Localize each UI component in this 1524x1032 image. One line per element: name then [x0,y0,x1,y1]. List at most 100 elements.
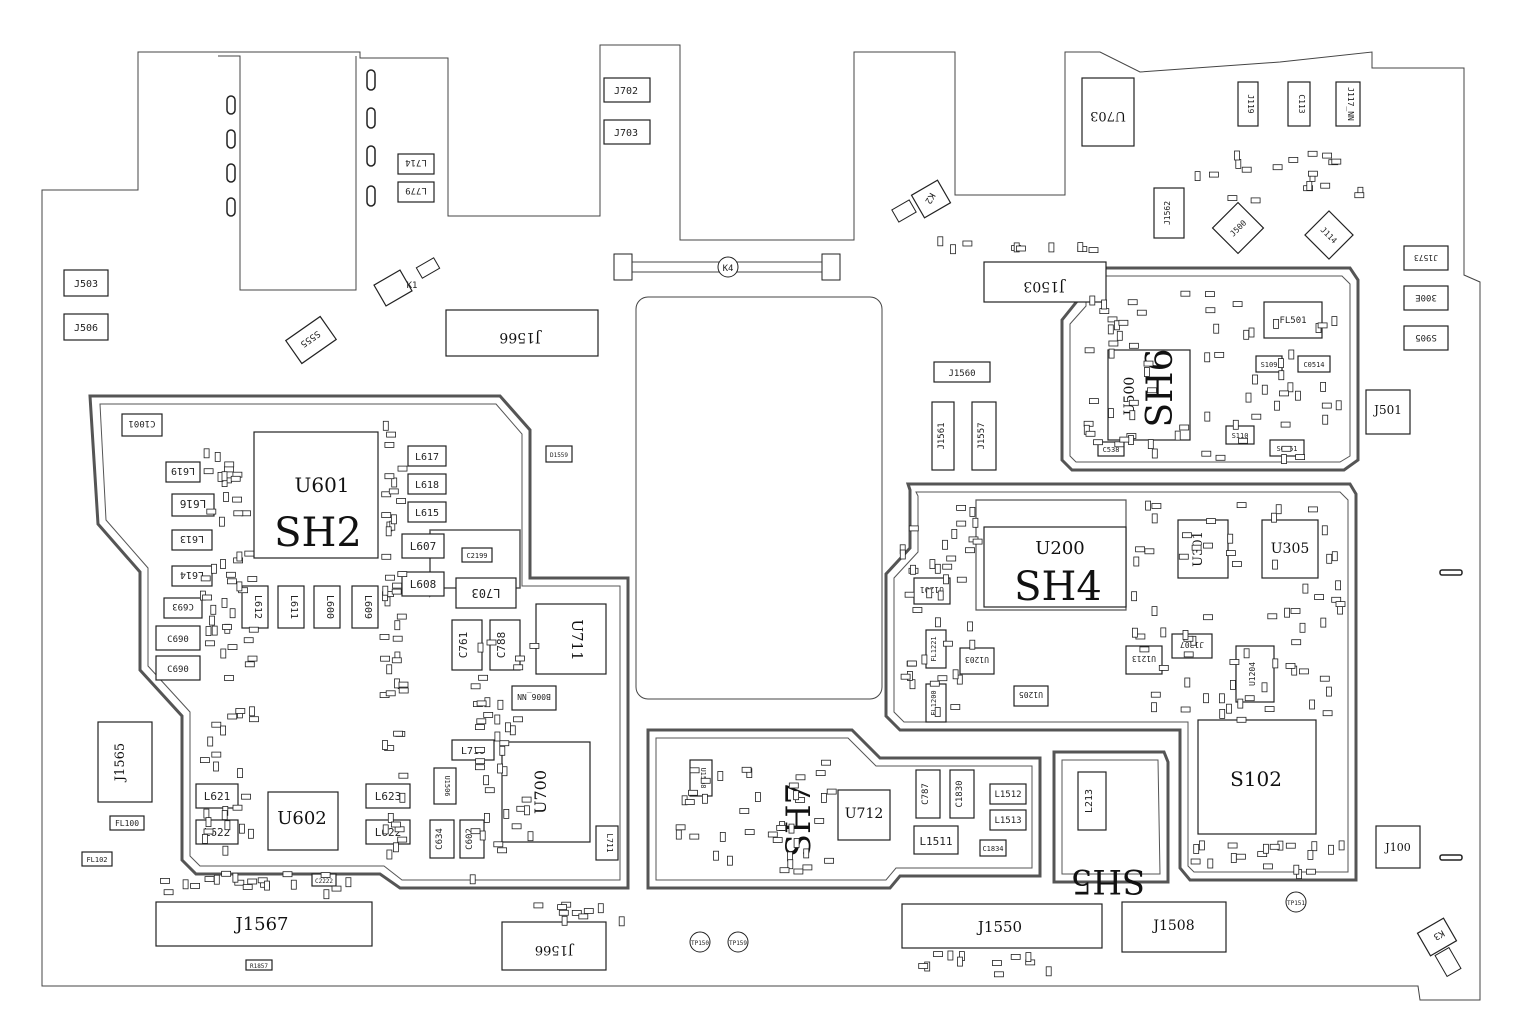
svg-text:300E: 300E [1415,292,1437,302]
smd-pad [717,771,724,781]
smd-pad [950,244,956,255]
svg-text:C1001: C1001 [128,418,155,428]
svg-text:FL100: FL100 [115,819,139,828]
svg-text:J1503: J1503 [1023,278,1066,294]
ic-u711: U711 [535,603,607,675]
smd-pad [900,673,911,680]
smd-pad [1084,347,1095,354]
svg-text:U1203: U1203 [965,655,989,664]
smd-pad [223,492,229,502]
svg-text:J1560: J1560 [948,369,975,379]
smd-pad [386,431,397,438]
smd-pad [1331,316,1338,327]
smd-pad [529,643,540,649]
smd-pad [1261,682,1268,693]
smd-pad [1232,561,1242,567]
smd-pad [675,829,682,840]
smd-pad [1204,411,1211,422]
svg-text:U1205: U1205 [1019,690,1043,699]
smd-pad [1214,351,1225,358]
smd-pad [727,855,733,866]
svg-text:J501: J501 [1372,403,1402,417]
smd-pad [755,792,761,802]
smd-pad [382,740,388,750]
connector-j1561: J1561 [931,401,955,471]
smd-pad [226,578,237,585]
smd-pad [1203,693,1209,704]
smd-pad [504,722,511,733]
svg-text:L213: L213 [1084,789,1095,813]
ic-u703: U703 [1081,77,1135,147]
svg-text:L779: L779 [405,185,427,195]
smd-pad [1311,841,1318,852]
smd-pad [513,664,524,671]
smd-pad [1285,842,1296,849]
svg-text:L616: L616 [180,497,207,510]
svg-text:J1566: J1566 [535,942,575,957]
smd-pad [744,829,755,835]
smd-pad [821,793,827,803]
svg-text:L607: L607 [410,540,437,553]
smd-pad [1273,318,1279,329]
svg-text:L617: L617 [415,452,439,463]
smd-pad [684,799,695,805]
smd-pad [499,740,510,747]
smd-pad [921,654,928,665]
connector-j1550: J1550 [901,903,1103,949]
smd-pad [1144,367,1150,377]
smd-pad [1010,954,1021,960]
smd-pad [826,788,837,795]
smd-pad [385,526,392,537]
ic-s102: S102 [1197,719,1317,835]
smd-pad [1174,430,1181,441]
smd-pad [399,792,406,803]
smd-pad [236,551,243,562]
connector-s905: S905 [1403,325,1449,351]
svg-text:L621: L621 [204,790,231,803]
smd-pad [1306,180,1313,191]
smd-pad [494,714,501,725]
svg-text:C2199: C2199 [466,552,487,560]
board-slot [218,55,357,291]
smd-pad [1147,439,1154,450]
smd-pad [1232,419,1239,430]
chip-label-u711: U711 [568,619,586,660]
smd-pad [203,828,214,835]
connector-j119: J119 [1237,81,1259,127]
smd-pad [257,877,268,884]
smd-pad [1045,966,1052,977]
chip-label-u500: U500 [1122,377,1138,416]
smd-pad [1331,551,1338,562]
smd-pad [956,520,967,527]
smd-pad [232,496,243,503]
smd-pad [484,787,495,794]
smd-pad [222,624,232,630]
svg-text:U1213: U1213 [1132,654,1156,663]
smd-pad [527,831,534,842]
smd-pad [205,640,215,647]
smd-pad [1263,843,1269,854]
smd-pad [578,913,589,920]
smd-pad [1317,322,1328,329]
smd-pad [477,642,484,653]
smd-pad [391,477,398,488]
smd-pad [221,471,228,482]
smd-pad [688,789,698,796]
smd-pad [203,468,214,475]
smd-pad [1150,691,1161,698]
smd-pad [203,448,210,459]
smd-pad [793,838,800,848]
smd-pad [211,625,218,636]
chip-label-u712: U712 [845,806,884,822]
shield-outlines [88,266,1360,890]
smd-pad [689,767,700,774]
svg-text:L608: L608 [410,578,437,591]
connector-j1562: J1562 [1153,187,1185,239]
ic-u305: U305 [1261,519,1319,579]
smd-pad [788,782,799,789]
smd-pad [282,871,293,878]
smd-pad [935,617,941,628]
smd-pad [221,870,232,877]
smd-pad [1338,840,1345,851]
